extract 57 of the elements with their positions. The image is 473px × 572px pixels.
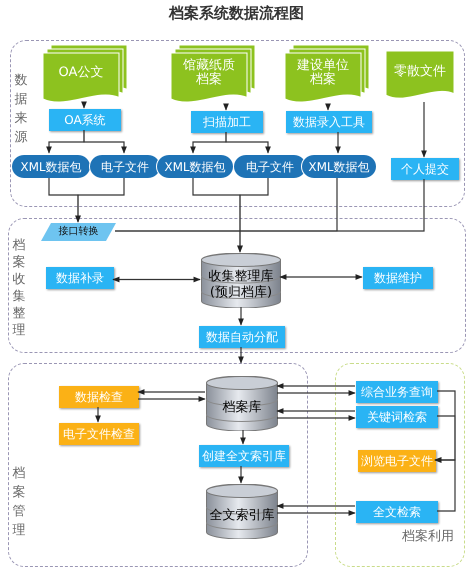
- arrow: [83, 130, 127, 154]
- process-box: OA系统: [49, 109, 121, 131]
- database-cylinder: 全文索引库: [206, 484, 278, 539]
- process-box: 电子文件检查: [59, 423, 139, 445]
- process-box: 综合业务查询: [356, 381, 438, 403]
- database-cylinder: 收集整理库 (预归档库): [201, 253, 281, 308]
- arrow: [277, 390, 356, 396]
- arrow: [276, 408, 355, 414]
- arrow: [238, 347, 244, 364]
- arrow: [276, 503, 355, 509]
- process-box: 数据检查: [59, 386, 139, 408]
- arrow: [279, 274, 363, 280]
- process-box: 关键词检索: [356, 406, 438, 428]
- dashed-region: [8, 363, 308, 567]
- arrow: [138, 396, 206, 402]
- process-box: 数据维护: [363, 267, 433, 289]
- region-label: 档案利用: [402, 530, 454, 544]
- process-box: 全文检索: [356, 501, 438, 523]
- arrow: [237, 178, 269, 253]
- data-package-shape: XML数据包: [11, 154, 91, 179]
- arrow: [325, 104, 331, 111]
- arrow: [277, 415, 356, 421]
- data-package-shape: XML数据包: [301, 154, 377, 179]
- arrow: [238, 307, 244, 326]
- dashed-region: [10, 40, 465, 207]
- parallelogram-box: 接口转换: [41, 223, 116, 241]
- region-label: 档案管理: [12, 465, 26, 540]
- region-label: 档案收集整理: [12, 237, 26, 339]
- arrow: [81, 102, 87, 109]
- arrow: [240, 430, 246, 445]
- process-box: 创建全文索引库: [199, 445, 289, 467]
- arrow: [276, 383, 355, 389]
- arrow: [137, 389, 205, 395]
- process-box: 数据补录: [46, 267, 114, 289]
- arrow: [223, 104, 229, 111]
- region-label: 数据来源: [14, 72, 28, 147]
- process-box: 数据录入工具: [286, 111, 372, 133]
- arrow: [434, 457, 456, 512]
- connector-line: [115, 179, 425, 232]
- process-box: 数据自动分配: [199, 326, 285, 348]
- arrow: [75, 178, 125, 223]
- arrow: [421, 102, 427, 158]
- data-package-shape: XML数据包: [156, 154, 234, 179]
- dashed-region: [335, 363, 465, 567]
- arrow: [225, 132, 271, 154]
- title: 档案系统数据流程图: [168, 4, 305, 23]
- arrow: [277, 510, 356, 516]
- process-box: 扫描加工: [191, 111, 263, 133]
- process-box: 浏览电子文件: [358, 450, 436, 472]
- process-box: 个人提交: [391, 158, 459, 180]
- database-cylinder: 档案库: [206, 376, 278, 431]
- arrow: [95, 407, 101, 423]
- arrow: [335, 132, 341, 154]
- dashed-region: [8, 218, 466, 353]
- arrow: [112, 276, 201, 282]
- arrow: [238, 466, 244, 484]
- data-package-shape: 电子文件: [89, 154, 161, 179]
